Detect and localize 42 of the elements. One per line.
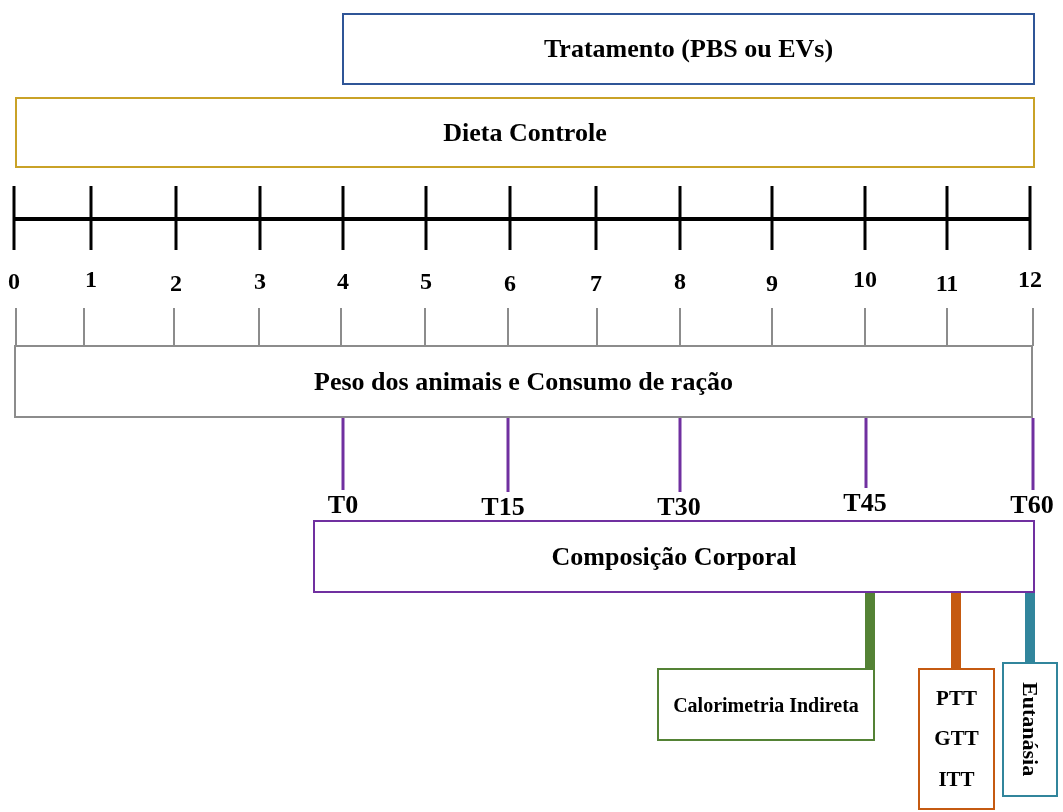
tick-label: 10 [853, 266, 877, 293]
test-name: PTT [936, 685, 977, 711]
connector-line [951, 593, 961, 668]
stage-box [1002, 662, 1058, 797]
stage-box [342, 13, 1035, 85]
time-point-label: T0 [303, 490, 383, 520]
tick-label: 9 [766, 270, 778, 297]
connector-line [341, 418, 345, 490]
tick-label: 0 [8, 268, 20, 295]
time-point-label: T30 [639, 492, 719, 522]
connector-line [865, 593, 875, 668]
connector-line [678, 418, 682, 492]
stage-box [313, 520, 1035, 593]
tick-label: 12 [1018, 266, 1042, 293]
connector-line [1031, 418, 1035, 490]
stage-label: Dieta Controle [443, 116, 607, 149]
stage-label: Peso dos animais e Consumo de ração [314, 365, 733, 398]
test-box [918, 668, 995, 810]
stage-box [15, 97, 1035, 168]
time-point-label: T15 [463, 492, 543, 522]
test-name: GTT [934, 726, 979, 752]
tick-label: 6 [504, 270, 516, 297]
stage-label: Calorimetria Indireta [673, 692, 859, 717]
tick-label: 3 [254, 268, 266, 295]
tick-label: 1 [85, 266, 97, 293]
connector-line [864, 418, 868, 488]
tick-label: 8 [674, 268, 686, 295]
connector-line [1025, 593, 1035, 662]
stage-label: Eutanásia [1017, 682, 1044, 777]
stage-box [657, 668, 875, 741]
connector-line [506, 418, 510, 492]
tick-label: 5 [420, 268, 432, 295]
stage-label: Tratamento (PBS ou EVs) [543, 33, 834, 65]
tick-label: 7 [590, 270, 602, 297]
test-name: ITT [938, 767, 975, 793]
stage-label: Composição Corporal [551, 540, 797, 573]
time-point-label: T45 [825, 488, 905, 518]
tick-label: 2 [170, 270, 182, 297]
time-point-label: T60 [992, 490, 1063, 520]
tick-label: 4 [337, 268, 349, 295]
stage-box [14, 345, 1033, 418]
tick-label: 11 [935, 270, 959, 297]
